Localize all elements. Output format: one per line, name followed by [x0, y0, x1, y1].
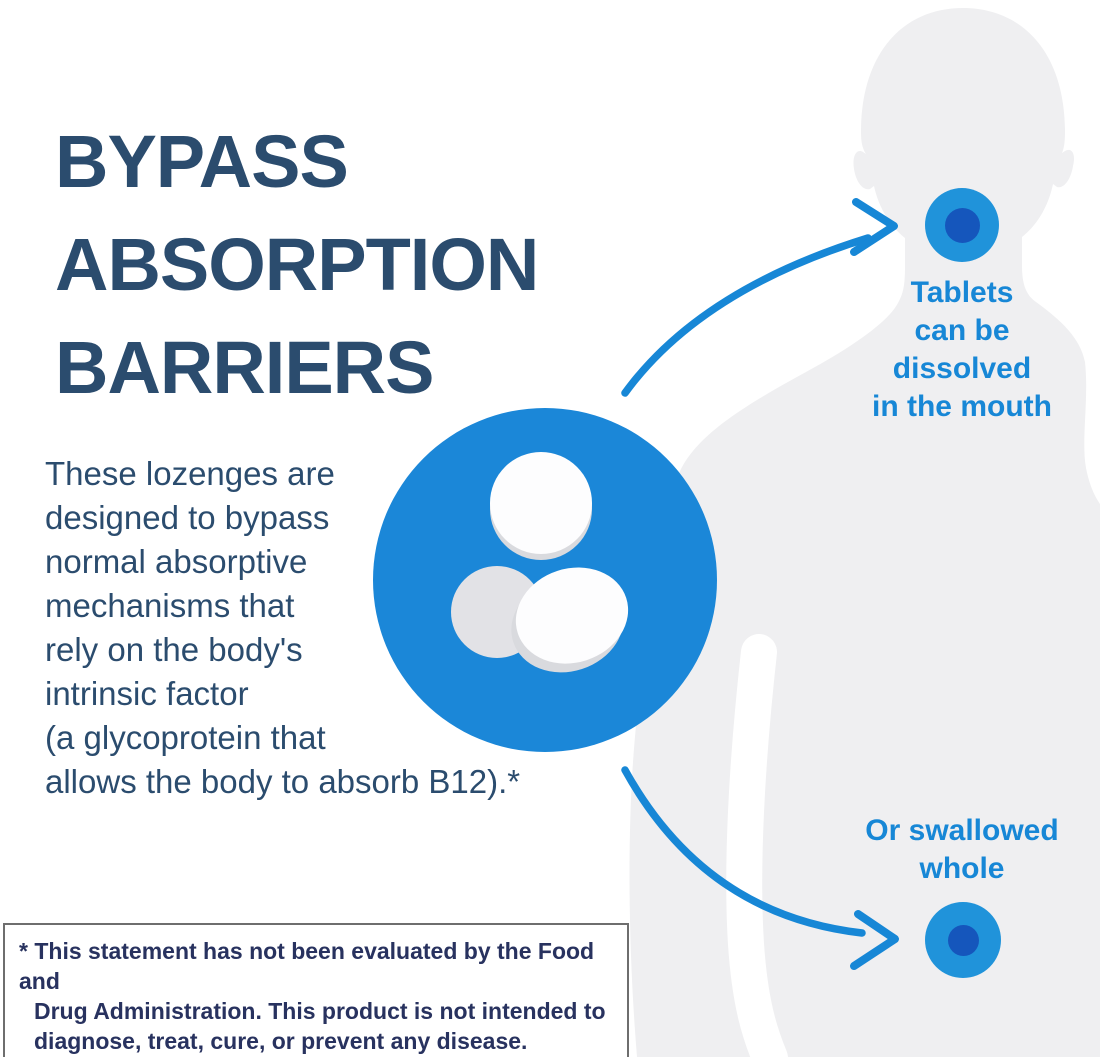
description-line: normal absorptive	[45, 543, 308, 580]
mouth-label-line: in the mouth	[872, 390, 1052, 423]
disclaimer-line: Drug Administration. This product is not…	[34, 998, 606, 1024]
description-line: allows the body to absorb B12).*	[45, 763, 521, 800]
description-line: rely on the body's	[45, 631, 303, 668]
description-text: These lozenges are designed to bypass no…	[45, 452, 605, 804]
stomach-dot-icon	[925, 902, 1001, 978]
page-title: BYPASS ABSORPTION BARRIERS	[55, 110, 655, 419]
description-line: intrinsic factor	[45, 675, 249, 712]
swallow-label-line: Or swallowed	[865, 814, 1059, 847]
mouth-label-line: can be	[914, 314, 1010, 347]
mouth-dot-icon	[925, 188, 999, 262]
description-line: designed to bypass	[45, 499, 330, 536]
mouth-label-line: Tablets	[910, 276, 1014, 309]
stomach-dot-inner-icon	[947, 924, 979, 956]
disclaimer-box: * This statement has not been evaluated …	[3, 923, 629, 1057]
disclaimer-line: * This statement has not been evaluated …	[19, 938, 595, 994]
description-line: These lozenges are	[45, 455, 335, 492]
description-line: mechanisms that	[45, 587, 295, 624]
disclaimer-line: diagnose, treat, cure, or prevent any di…	[34, 1028, 528, 1054]
tablet-top-white-icon	[490, 452, 592, 560]
title-line: ABSORPTION	[55, 223, 539, 306]
mouth-label-line: dissolved	[892, 352, 1032, 385]
tablet-right-white-icon	[511, 567, 629, 673]
lozenge-circle-icon	[373, 408, 717, 752]
title-line: BYPASS	[55, 120, 349, 203]
description-line: (a glycoprotein that	[45, 719, 326, 756]
swallow-label-line: whole	[919, 852, 1005, 885]
mouth-label: Tablets can be dissolved in the mouth	[810, 274, 1100, 426]
title-line: BARRIERS	[55, 326, 434, 409]
mouth-dot-inner-icon	[944, 207, 980, 243]
swallow-label: Or swallowed whole	[810, 812, 1100, 888]
